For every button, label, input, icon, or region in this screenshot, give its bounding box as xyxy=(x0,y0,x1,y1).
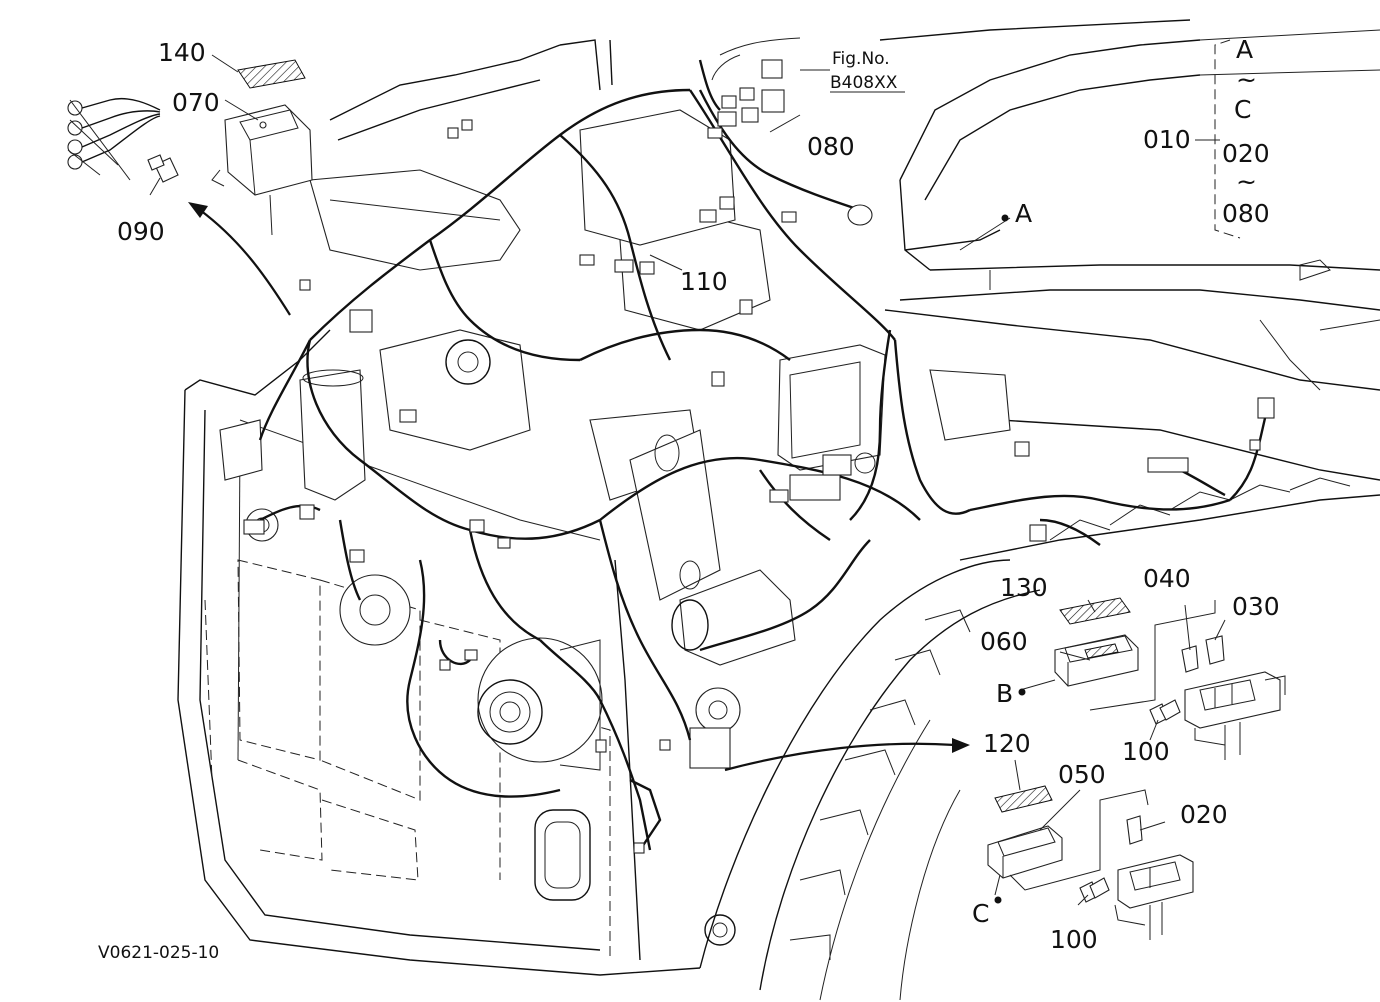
tilde-1: ~ xyxy=(1236,65,1257,94)
main-wire-harness xyxy=(258,59,1270,851)
callout-070: 070 xyxy=(172,88,220,117)
callout-100-upper: 100 xyxy=(1122,737,1170,766)
part-ring-terminals xyxy=(67,98,161,181)
part-060-fuse-case xyxy=(1054,634,1139,687)
ref-B: B xyxy=(996,679,1013,708)
arrow-to-relay xyxy=(188,202,291,316)
callout-010: 010 xyxy=(1143,125,1191,154)
drawing-code: V0621-025-10 xyxy=(98,943,219,963)
part-070-relay xyxy=(211,104,313,236)
ref-A-dot xyxy=(1001,214,1009,222)
callout-020: 020 xyxy=(1180,800,1228,829)
callout-080-range: 080 xyxy=(1222,199,1270,228)
fig-no-label: Fig.No. xyxy=(832,49,890,69)
ref-C-dot xyxy=(994,896,1002,904)
ref-A-range: A xyxy=(1236,35,1253,64)
part-080-connectors xyxy=(711,37,801,81)
callout-130: 130 xyxy=(1000,573,1048,602)
callout-100-lower: 100 xyxy=(1050,925,1098,954)
part-090-bolt xyxy=(147,154,179,183)
part-050-fuse-case xyxy=(987,825,1063,879)
callout-110: 110 xyxy=(680,267,728,296)
part-020-fuse-holder xyxy=(1114,815,1194,940)
part-120-cover xyxy=(994,785,1053,813)
part-140-cover xyxy=(237,59,306,89)
callout-060: 060 xyxy=(980,627,1028,656)
callout-140: 140 xyxy=(158,38,206,67)
part-130-cover xyxy=(1059,597,1131,625)
callout-120: 120 xyxy=(983,729,1031,758)
machine-chassis xyxy=(177,19,1380,1001)
harness-connectors xyxy=(243,59,1275,854)
callout-090: 090 xyxy=(117,217,165,246)
part-100-bolt-lower xyxy=(1079,877,1110,903)
callout-040: 040 xyxy=(1143,564,1191,593)
tilde-2: ~ xyxy=(1236,167,1257,196)
arrow-to-fuse-box xyxy=(724,738,970,772)
ref-B-dot xyxy=(1018,688,1026,696)
callout-050: 050 xyxy=(1058,760,1106,789)
callout-030: 030 xyxy=(1232,592,1280,621)
engine-components xyxy=(219,109,1011,771)
leader-lines xyxy=(149,39,1241,906)
part-100-bolt-upper xyxy=(1149,699,1181,725)
callout-020-range: 020 xyxy=(1222,139,1270,168)
callout-080: 080 xyxy=(807,132,855,161)
part-030-040-fuse-holder xyxy=(1181,635,1286,760)
ref-C: C xyxy=(972,899,989,928)
fig-no-value: B408XX xyxy=(830,73,898,93)
ref-A: A xyxy=(1015,199,1032,228)
ref-C-range: C xyxy=(1234,95,1251,124)
callout-labels: 140 070 090 080 110 Fig.No. B408XX 010 A… xyxy=(98,35,1280,963)
